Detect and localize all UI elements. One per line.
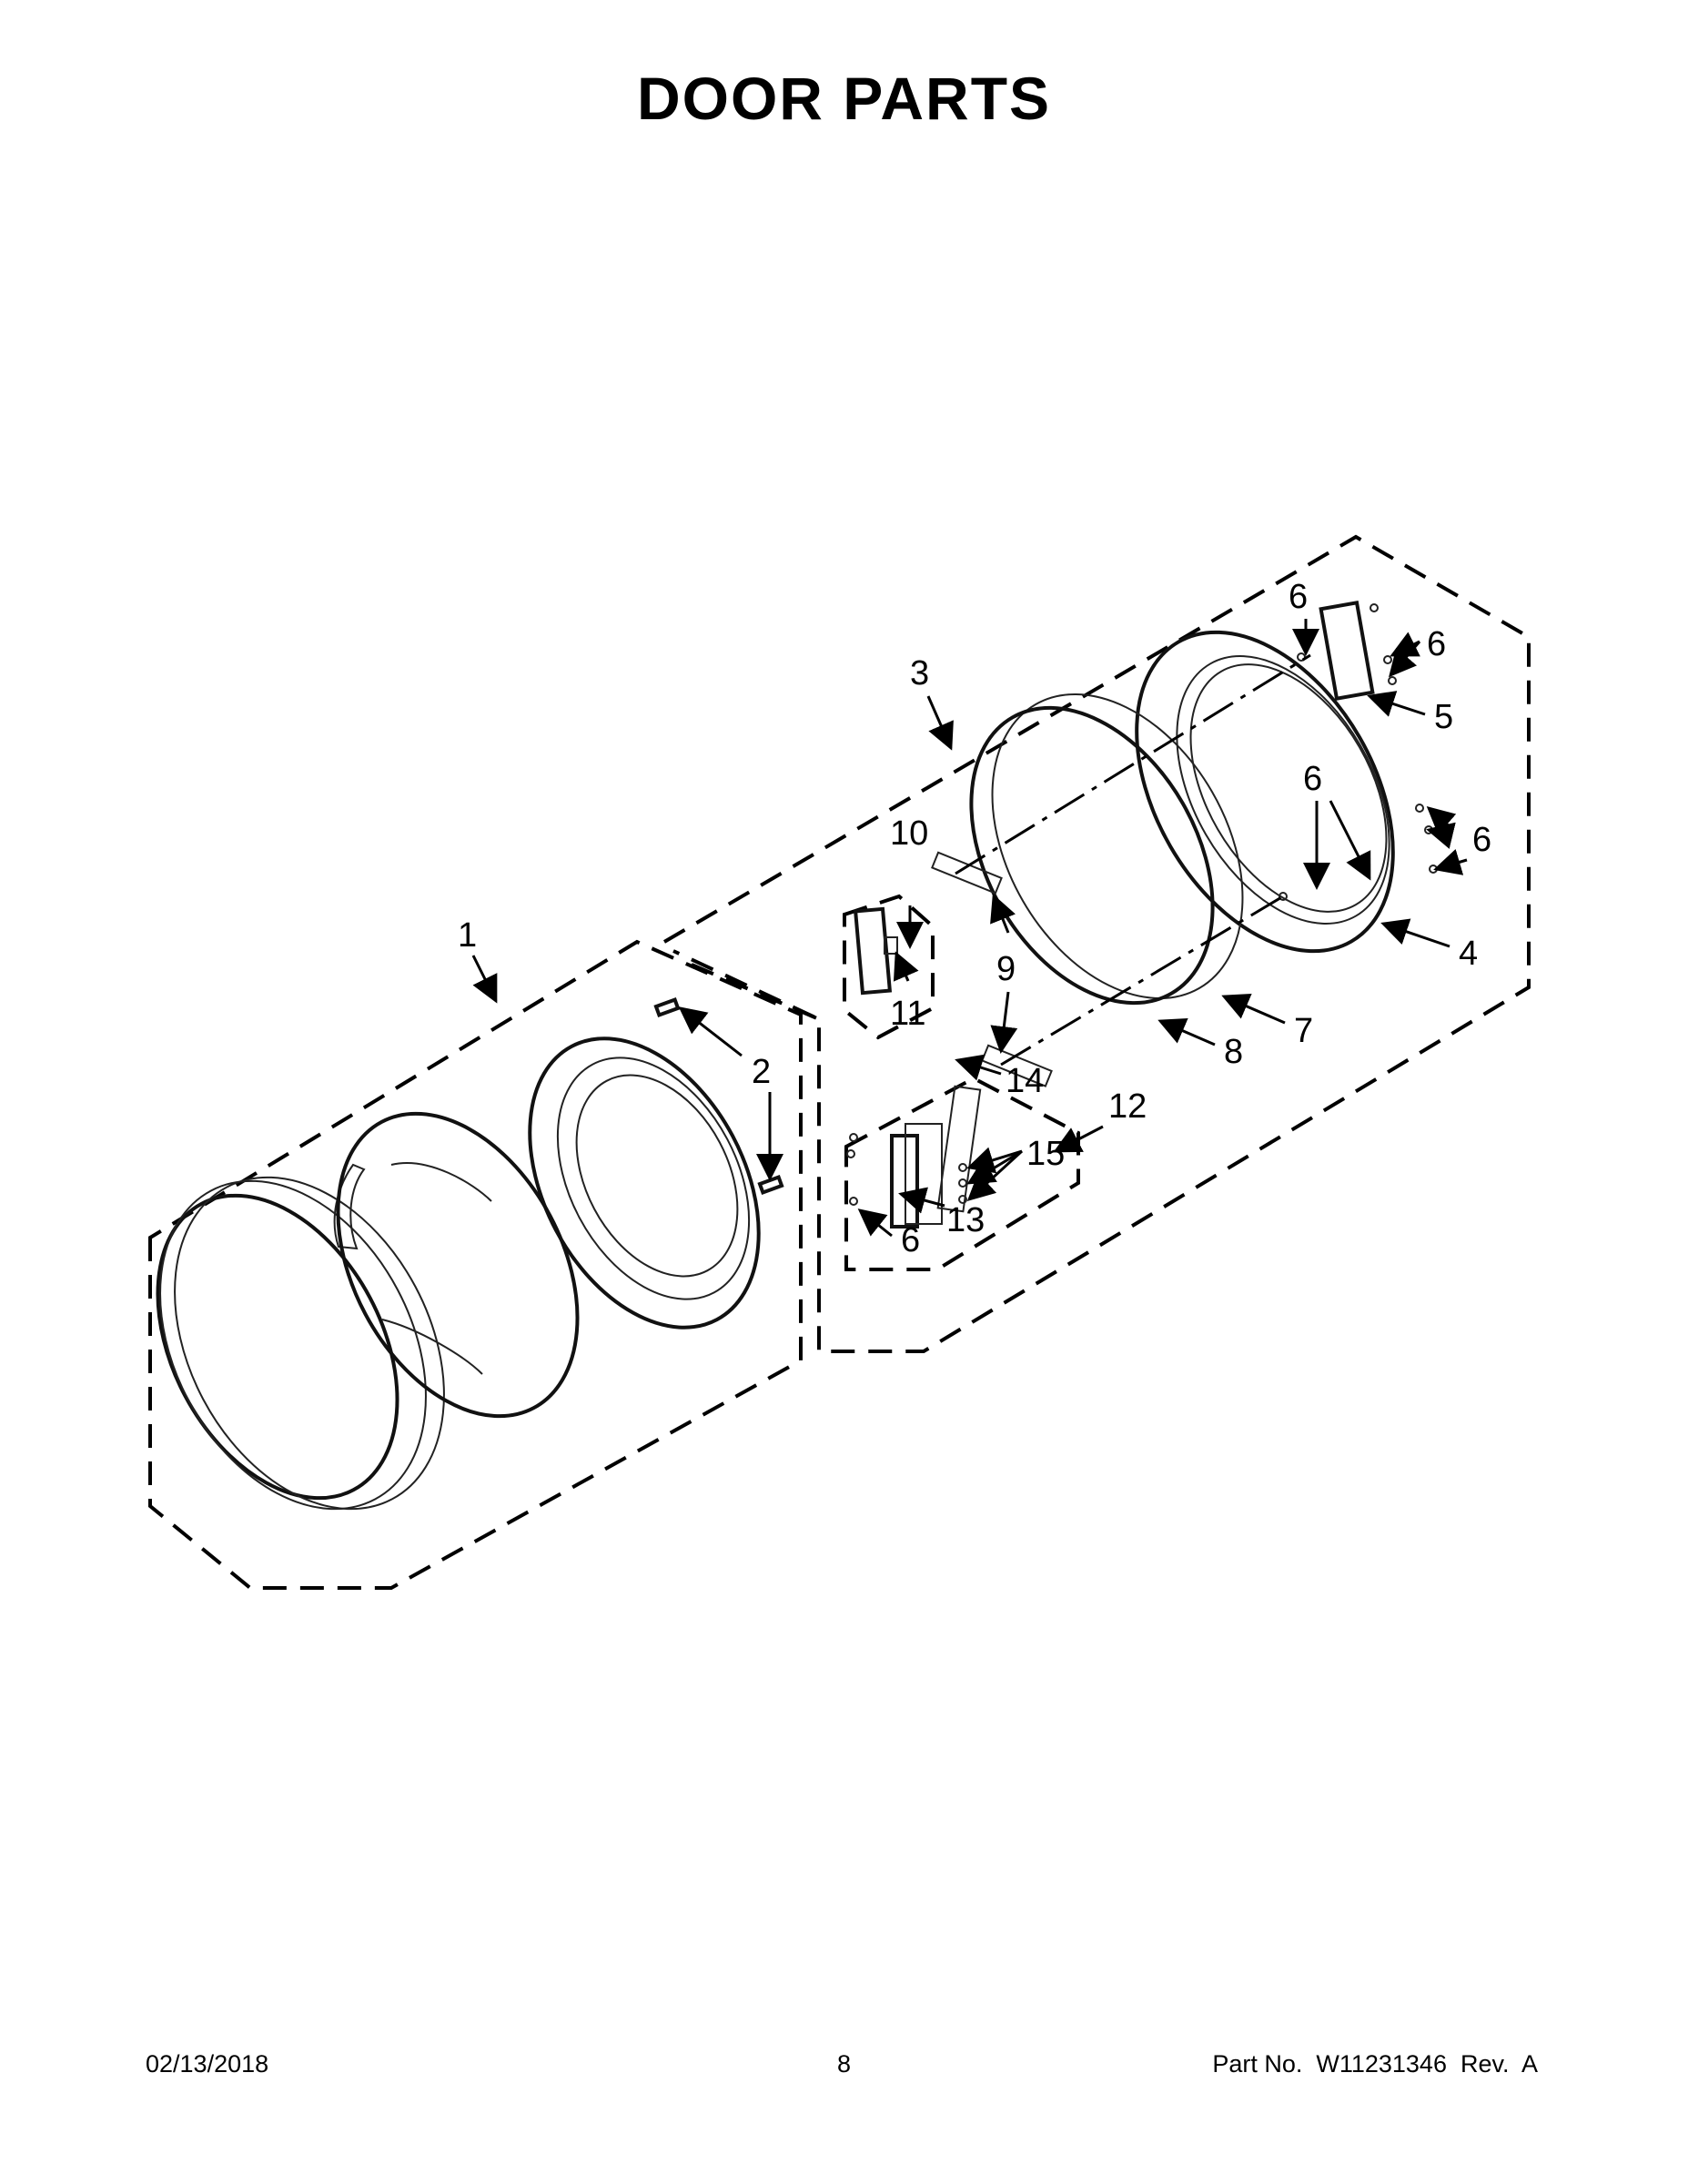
callout-4: 4 <box>1459 935 1478 973</box>
callout-7: 7 <box>1294 1012 1313 1050</box>
callout-13: 13 <box>946 1201 985 1239</box>
callout-6-top: 6 <box>1289 578 1308 616</box>
small-hinge <box>853 906 898 996</box>
outer-glass <box>336 1111 580 1419</box>
inner-door-frame <box>1135 630 1395 954</box>
callout-2: 2 <box>752 1053 771 1091</box>
screw-part-2-bottom <box>757 1174 784 1196</box>
callout-9: 9 <box>996 950 1016 988</box>
group-outline-outer-door <box>148 939 803 1590</box>
assembly-axis-upper <box>955 653 1311 875</box>
group-outline-hinge-small <box>843 894 935 1040</box>
callout-12: 12 <box>1108 1087 1147 1126</box>
leader-lines <box>471 619 1468 1238</box>
footer-date: 02/13/2018 <box>146 2050 269 2078</box>
gasket <box>991 693 1244 1000</box>
footer-page-number: 8 <box>836 2050 852 2078</box>
callout-6-top-right: 6 <box>1427 625 1446 663</box>
inner-door-ring <box>528 1036 761 1330</box>
group-outline-inner-door-step <box>691 963 820 1021</box>
callout-15: 15 <box>1026 1135 1065 1173</box>
callout-6-right: 6 <box>1472 821 1491 859</box>
group-outline-hinge-assembly <box>844 1076 1080 1271</box>
screw-part-2-top <box>653 996 681 1018</box>
callout-1: 1 <box>458 916 477 955</box>
callout-14: 14 <box>1006 1062 1044 1100</box>
group-outline-inner-door <box>662 534 1531 1353</box>
inner-glass <box>969 705 1215 1006</box>
hinge-bracket <box>1319 600 1375 702</box>
callout-3: 3 <box>910 654 929 693</box>
callout-11: 11 <box>890 995 925 1033</box>
hinge-assembly <box>890 1085 982 1228</box>
hinge-piece-9-bottom <box>981 1044 1053 1087</box>
callout-6-bottom: 6 <box>901 1221 920 1259</box>
callout-5: 5 <box>1434 698 1453 736</box>
outer-door-assembly <box>156 1163 445 1511</box>
assembly-axis-lower <box>1000 895 1284 1067</box>
callout-8: 8 <box>1224 1033 1243 1071</box>
callout-10: 10 <box>890 814 928 853</box>
footer-part-number: Part No. W11231346 Rev. A <box>1212 2050 1538 2078</box>
callout-6-mid: 6 <box>1303 760 1322 798</box>
page-title: DOOR PARTS <box>636 65 1052 132</box>
